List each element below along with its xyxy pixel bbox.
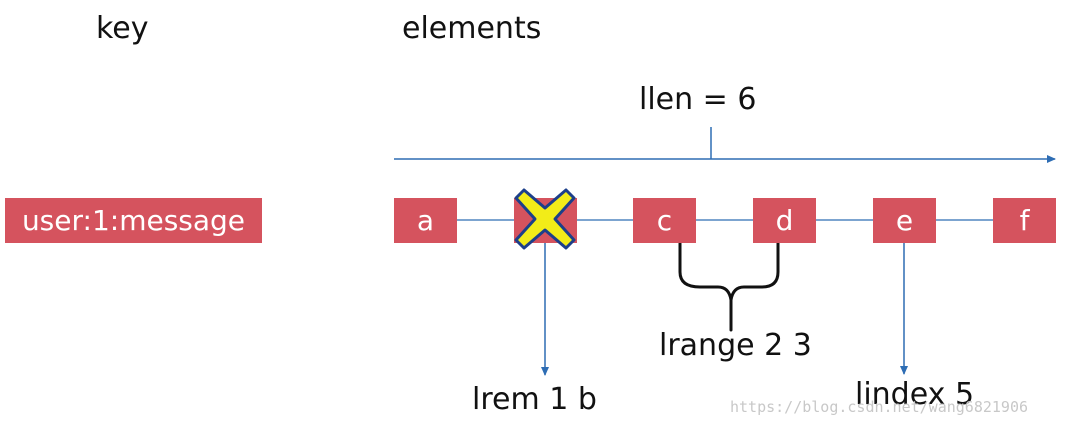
element-d: d (753, 198, 816, 243)
element-c: c (633, 198, 696, 243)
llen-label: llen = 6 (639, 82, 757, 117)
element-f: f (993, 198, 1056, 243)
element-a: a (394, 198, 457, 243)
lrem-label: lrem 1 b (472, 382, 597, 417)
elements-heading: elements (402, 11, 542, 46)
lindex-label: lindex 5 (855, 377, 975, 412)
x-mark-icon (514, 188, 576, 250)
watermark: https://blog.csdn.net/wang6821906 (730, 398, 1029, 416)
lrange-label: lrange 2 3 (659, 328, 812, 363)
element-e: e (873, 198, 936, 243)
key-box: user:1:message (5, 198, 262, 243)
lrange-brace (678, 241, 780, 332)
key-heading: key (96, 11, 149, 46)
